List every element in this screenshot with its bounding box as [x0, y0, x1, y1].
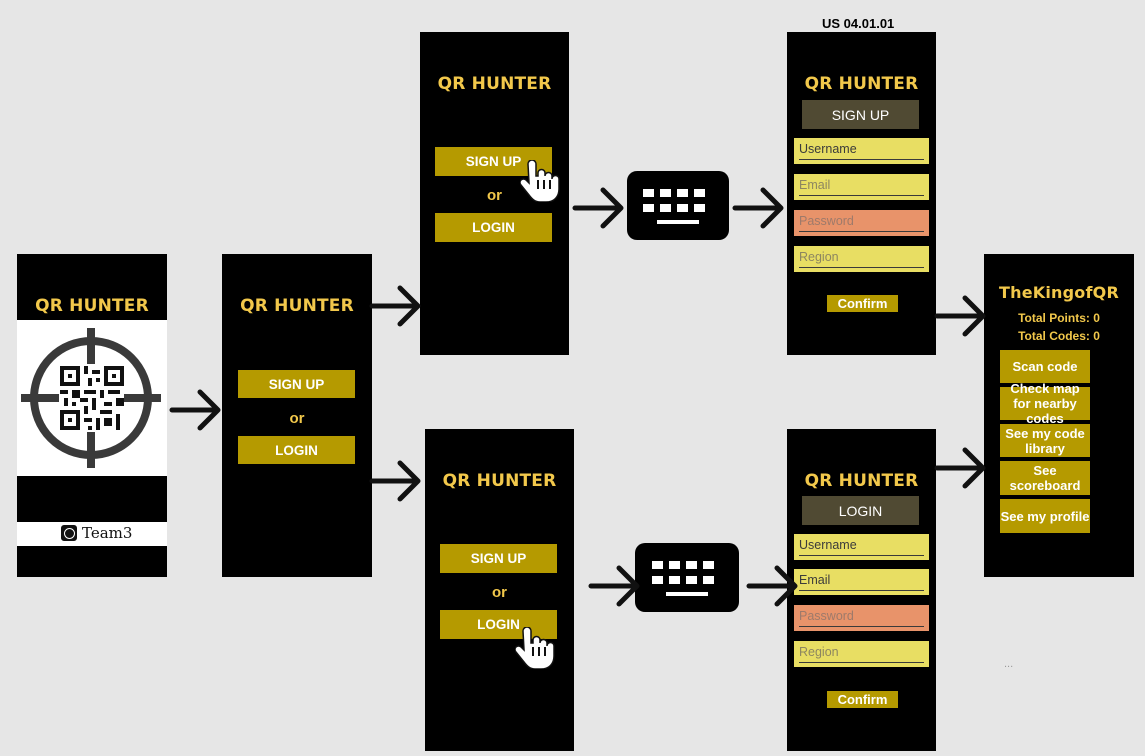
signup-form-screen: QR HUNTER SIGN UP Username Email Passwor…	[787, 32, 936, 355]
right-arrow-icon	[591, 568, 637, 604]
story-id: US 04.01.01	[822, 16, 895, 31]
email-field[interactable]: Email	[794, 569, 929, 595]
login-button[interactable]: LOGIN	[440, 610, 557, 639]
confirm-button[interactable]: Confirm	[827, 295, 898, 312]
right-arrow-icon	[937, 298, 983, 334]
hand-pointer-icon	[520, 160, 560, 202]
or-label: or	[487, 187, 502, 204]
splash-title: QR HUNTER	[35, 296, 149, 316]
crosshair-icon	[21, 328, 161, 468]
hand-pointer-icon	[515, 627, 555, 669]
start-title: QR HUNTER	[240, 296, 354, 316]
keyboard-icon	[635, 543, 739, 612]
right-arrow-icon	[372, 288, 418, 324]
right-arrow-icon	[735, 190, 781, 226]
login-form-screen: QR HUNTER LOGIN Username Email Password …	[787, 429, 936, 751]
username-field[interactable]: Username	[794, 534, 929, 560]
team-badge: Team3	[17, 522, 167, 546]
right-arrow-icon	[172, 392, 218, 428]
signup-choice-title: QR HUNTER	[437, 74, 552, 94]
ellipsis: ...	[1004, 658, 1014, 670]
login-choice-title: QR HUNTER	[442, 471, 557, 491]
team-name: Team3	[82, 524, 133, 542]
total-points: Total Points: 0	[1018, 311, 1100, 325]
region-field[interactable]: Region	[794, 641, 929, 667]
keyboard-icon	[627, 171, 729, 240]
splash-screen: QR HUNTER	[17, 254, 167, 577]
home-screen: TheKingofQR Total Points: 0 Total Codes:…	[984, 254, 1134, 577]
password-field[interactable]: Password	[794, 605, 929, 631]
login-choice-screen: QR HUNTER SIGN UP or LOGIN	[425, 429, 574, 751]
username-title: TheKingofQR	[999, 283, 1119, 302]
or-label: or	[492, 584, 507, 601]
signup-choice-screen: QR HUNTER SIGN UP or LOGIN	[420, 32, 569, 355]
sign-up-button[interactable]: SIGN UP	[440, 544, 557, 573]
signup-form-title: QR HUNTER	[804, 74, 919, 94]
right-arrow-icon	[372, 463, 418, 499]
username-field[interactable]: Username	[794, 138, 929, 164]
scan-code-button[interactable]: Scan code	[1000, 350, 1090, 383]
total-codes: Total Codes: 0	[1018, 329, 1100, 343]
scoreboard-button[interactable]: See scoreboard	[1000, 461, 1090, 495]
or-label: or	[289, 410, 305, 427]
sign-up-button[interactable]: SIGN UP	[238, 370, 355, 398]
splash-image	[17, 320, 167, 476]
team-logo-icon	[61, 525, 77, 541]
right-arrow-icon	[937, 450, 983, 486]
qr-code-icon	[60, 366, 124, 430]
password-field[interactable]: Password	[794, 210, 929, 236]
login-button[interactable]: LOGIN	[435, 213, 552, 242]
confirm-button[interactable]: Confirm	[827, 691, 898, 708]
region-field[interactable]: Region	[794, 246, 929, 272]
start-screen: QR HUNTER SIGN UP or LOGIN	[222, 254, 372, 577]
login-header: LOGIN	[802, 496, 919, 525]
login-button[interactable]: LOGIN	[238, 436, 355, 464]
email-field[interactable]: Email	[794, 174, 929, 200]
check-map-button[interactable]: Check map for nearby codes	[1000, 381, 1090, 426]
login-form-title: QR HUNTER	[804, 471, 919, 491]
code-library-button[interactable]: See my code library	[1000, 424, 1090, 457]
profile-button[interactable]: See my profile	[1000, 499, 1090, 533]
right-arrow-icon	[575, 190, 621, 226]
signup-header: SIGN UP	[802, 100, 919, 129]
